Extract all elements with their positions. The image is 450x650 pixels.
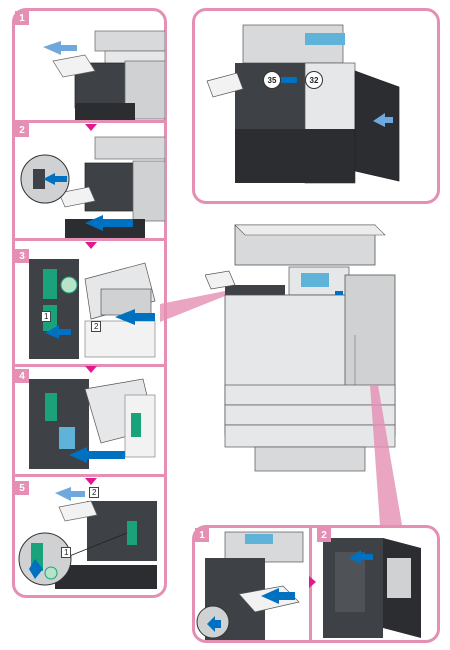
step-arrow-3 [85, 366, 97, 373]
finisher-illustration [43, 30, 165, 120]
callout-number: 35 [263, 71, 281, 89]
bottom-step-1-panel: 1 [195, 528, 312, 640]
finisher-pull-illustration [20, 136, 165, 238]
step-arrow-4 [85, 478, 97, 485]
staple-unit-illustration [29, 259, 156, 359]
callout-number: 32 [305, 71, 323, 89]
finisher-close-illustration [18, 487, 157, 589]
step-badge: 3 [15, 249, 29, 263]
left-step-1-panel: 1 [15, 11, 165, 123]
step-badge: 1 [15, 11, 29, 25]
callout-tag: 2 [89, 487, 100, 498]
step-arrow-2 [85, 242, 97, 249]
side-door-illustration [323, 538, 421, 638]
step-badge: 2 [15, 123, 29, 137]
connector-left [160, 290, 230, 322]
callout-tag: 2 [91, 321, 102, 332]
bottom-step-2-panel: 2 [317, 528, 437, 640]
step-badge: 4 [15, 369, 29, 383]
step-badge: 1 [195, 528, 209, 542]
callout-tag: 1 [61, 547, 72, 558]
bottom-right-frame: 1 2 [192, 525, 440, 643]
callout-tag: 1 [41, 311, 52, 322]
open-cover-illustration [196, 531, 304, 640]
left-step-2-panel: 2 [15, 123, 165, 241]
step-badge: 2 [317, 528, 331, 542]
top-right-frame: 35 32 [192, 8, 440, 204]
step-arrow-1 [85, 124, 97, 131]
connector-right [370, 385, 402, 525]
step-badge: 5 [15, 481, 29, 495]
left-step-5-panel: 5 2 1 [15, 481, 165, 595]
left-step-3-panel: 3 1 2 [15, 249, 165, 367]
machine-overview-illustration [206, 24, 400, 184]
left-step-4-panel: 4 [15, 369, 165, 477]
staple-insert-illustration [29, 378, 156, 469]
step-arrow-right [309, 576, 316, 588]
main-machine-illustration [205, 224, 396, 472]
